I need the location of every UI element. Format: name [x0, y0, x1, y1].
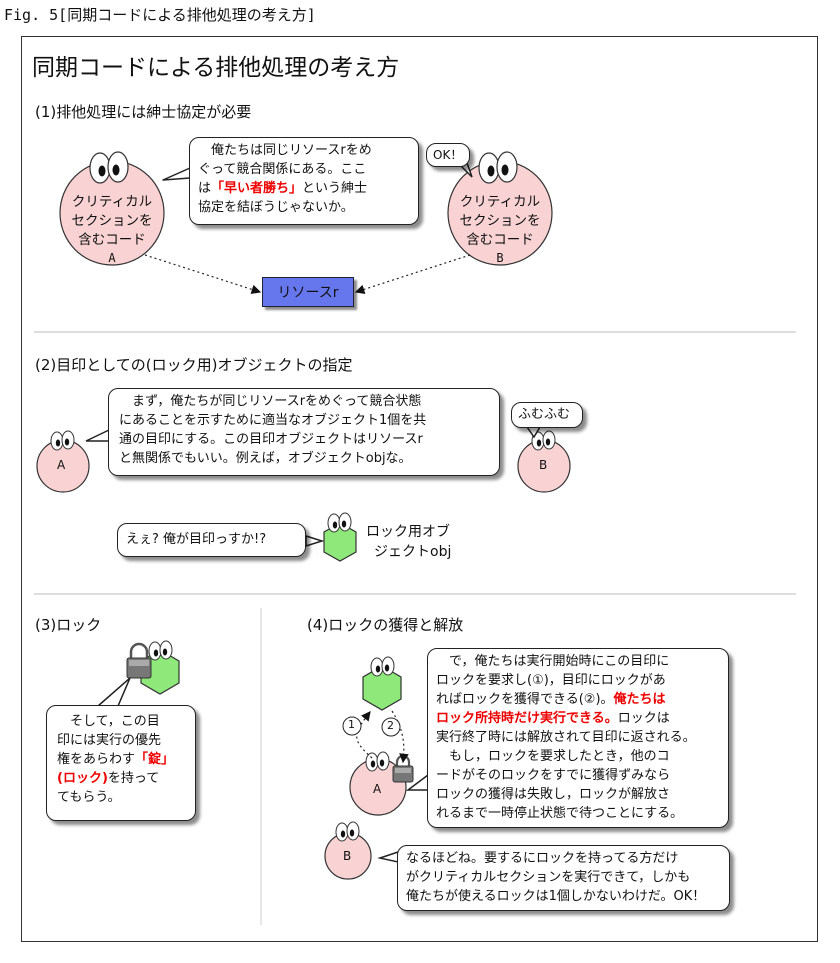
bubble-line: ぐって競合関係にある。ここ — [198, 162, 367, 177]
section4-heading: (4)ロックの獲得と解放 — [307, 616, 464, 634]
speech-bubble-sec4-a: で，俺たちは実行開始時にこの目印に ロックを要求し(①)，目印にロックがあ れば… — [427, 648, 729, 828]
speech-bubble-sec4-b: なるほどね。要するにロックを持ってる方だけ がクリティカルセクションを実行できて… — [397, 845, 730, 911]
lock-object-hexagon-sec2 — [323, 512, 357, 562]
bubble-line: 権をあらわす「錠」 — [57, 750, 185, 769]
bubble-line: ロックを要求し(①)，目印にロックがあ — [436, 673, 666, 688]
arrow-acquire-lock — [391, 710, 409, 764]
emphasis-text: 「早い者勝ち」 — [211, 181, 303, 196]
emphasis-text: 「錠」 — [135, 752, 175, 767]
code-b-label: クリティカル セクションを 含むコード B — [448, 193, 552, 266]
emphasis-text: ロック所持時だけ実行できる。 — [436, 711, 618, 726]
bubble-text: ロックは — [617, 711, 670, 726]
bubble-line: と無関係でもいい。例えば，オブジェクトobjな。 — [119, 451, 412, 466]
bubble-line: がクリティカルセクションを実行できて，しかも — [406, 870, 691, 885]
bubble-line: ロック所持時だけ実行できる。ロックは — [436, 709, 720, 728]
label-line: 含むコード — [78, 232, 146, 248]
label-line: 含むコード — [466, 232, 534, 248]
label-line: クリティカル — [71, 194, 153, 210]
bubble-a-tail — [162, 167, 191, 181]
bubble-line: れるまで一時停止状態で待つことにする。 — [436, 806, 684, 821]
arrow-request-lock — [356, 711, 373, 759]
label-line: ロック用オブ — [366, 524, 450, 540]
section1-heading: (1)排他処理には紳士協定が必要 — [35, 103, 252, 121]
bubble-line: なるほどね。要するにロックを持ってる方だけ — [406, 851, 679, 866]
bubble-line: 印には実行の優先 — [57, 733, 162, 748]
emphasis-text: 俺たちは — [613, 692, 666, 707]
bubble-line: もし，ロックを要求したとき，他のコ — [436, 749, 670, 764]
step-1-circle — [342, 716, 362, 736]
bubble-sec2-a-tail — [85, 428, 110, 442]
speech-bubble-sec2-a: まず，俺たちが同じリソースrをめぐって競合状態 にあることを示すために適当なオブ… — [108, 388, 500, 476]
bubble-line: まず，俺たちが同じリソースrをめぐって競合状態 — [119, 394, 422, 409]
bubble-line: 協定を結ぼうじゃないか。 — [198, 200, 354, 215]
bubble-line: ードがそのロックをすでに獲得ずみなら — [436, 768, 671, 783]
figure-title: 同期コードによる排他処理の考え方 — [32, 55, 400, 81]
lock-object-label: ロック用オブ ジェクトobj — [366, 522, 451, 562]
label-line: ジェクトobj — [374, 544, 452, 560]
code-a-label: クリティカル セクションを 含むコード A — [60, 193, 164, 266]
label-id: B — [496, 251, 504, 265]
padlock-sec4 — [392, 754, 414, 783]
char-a-sec4 — [349, 751, 407, 816]
bubble-line: 実行終了時には解放されて目印に返される。 — [436, 730, 696, 745]
speech-bubble-obj: えぇ? 俺が目印っすか!? — [117, 523, 306, 557]
bubble-text: は — [198, 181, 212, 196]
bubble-line: ればロックを獲得できる(②)。俺たちは — [436, 690, 720, 709]
figure-frame — [21, 36, 818, 942]
bubble-line: にあることを示すために適当なオブジェクト1個を共 — [119, 413, 427, 428]
bubble-line: 通の目印にする。この目印オブジェクトはリソースr — [119, 432, 423, 447]
arrow-a-to-resource — [144, 254, 262, 294]
lock-object-hexagon-sec4 — [362, 656, 402, 711]
bubble-text: という紳士 — [302, 181, 368, 196]
bubble-line: (ロック)を持って — [57, 769, 185, 788]
bubble-line: てもらう。 — [57, 790, 121, 805]
step-2-circle — [381, 717, 401, 737]
bubble-text: を持って — [107, 771, 160, 786]
bubble-line: そして，この目 — [57, 714, 160, 729]
char-b-sec4 — [324, 821, 372, 880]
figure-caption: Fig. 5[同期コードによる排他処理の考え方] — [4, 6, 316, 24]
bubble-line: で，俺たちは実行開始時にこの目印に — [436, 654, 670, 669]
char-b-label: B — [539, 458, 548, 472]
bubble-sec3-tail — [96, 677, 131, 707]
char-a-sec2 — [36, 430, 90, 493]
bubble-text: ればロックを獲得できる(②)。 — [436, 692, 614, 707]
resource-r-box: リソースr — [262, 277, 354, 307]
section2-heading: (2)目印としての(ロック用)オブジェクトの指定 — [35, 356, 353, 374]
bubble-line: 俺たちは同じリソースrをめ — [198, 143, 372, 158]
code-a-blob — [59, 151, 165, 266]
speech-bubble-b-ok: OK！ — [426, 143, 470, 167]
char-a-label-sec4: A — [373, 782, 382, 796]
label-id: A — [108, 251, 116, 265]
bubble-line: ロックの獲得は失敗し，ロックが解放さ — [436, 787, 671, 802]
padlock-sec3 — [126, 642, 152, 679]
char-b-label-sec4: B — [343, 849, 352, 863]
step-1-label: 1 — [348, 718, 355, 731]
label-line: セクションを — [459, 213, 541, 229]
code-b-blob — [447, 151, 553, 266]
label-line: セクションを — [71, 213, 153, 229]
bubble-sec4-b-tail — [377, 850, 399, 863]
char-a-label: A — [57, 458, 66, 472]
speech-bubble-sec3: そして，この目 印には実行の優先 権をあらわす「錠」 (ロック)を持って てもら… — [46, 705, 196, 821]
label-line: クリティカル — [459, 194, 541, 210]
bubble-text: 権をあらわす — [57, 752, 136, 767]
step-2-label: 2 — [387, 719, 394, 732]
speech-bubble-a-proposal: 俺たちは同じリソースrをめ ぐって競合関係にある。ここ は「早い者勝ち」という紳… — [189, 137, 419, 225]
speech-bubble-sec2-b: ふむふむ — [511, 402, 583, 428]
emphasis-text: (ロック) — [57, 771, 108, 786]
bubble-line: は「早い者勝ち」という紳士 — [198, 179, 410, 198]
bubble-line: 俺たちが使えるロックは1個しかないわけだ。OK！ — [406, 889, 706, 904]
bubble-obj-tail — [305, 534, 325, 548]
section3-heading: (3)ロック — [35, 616, 102, 634]
char-b-sec2 — [517, 430, 571, 493]
